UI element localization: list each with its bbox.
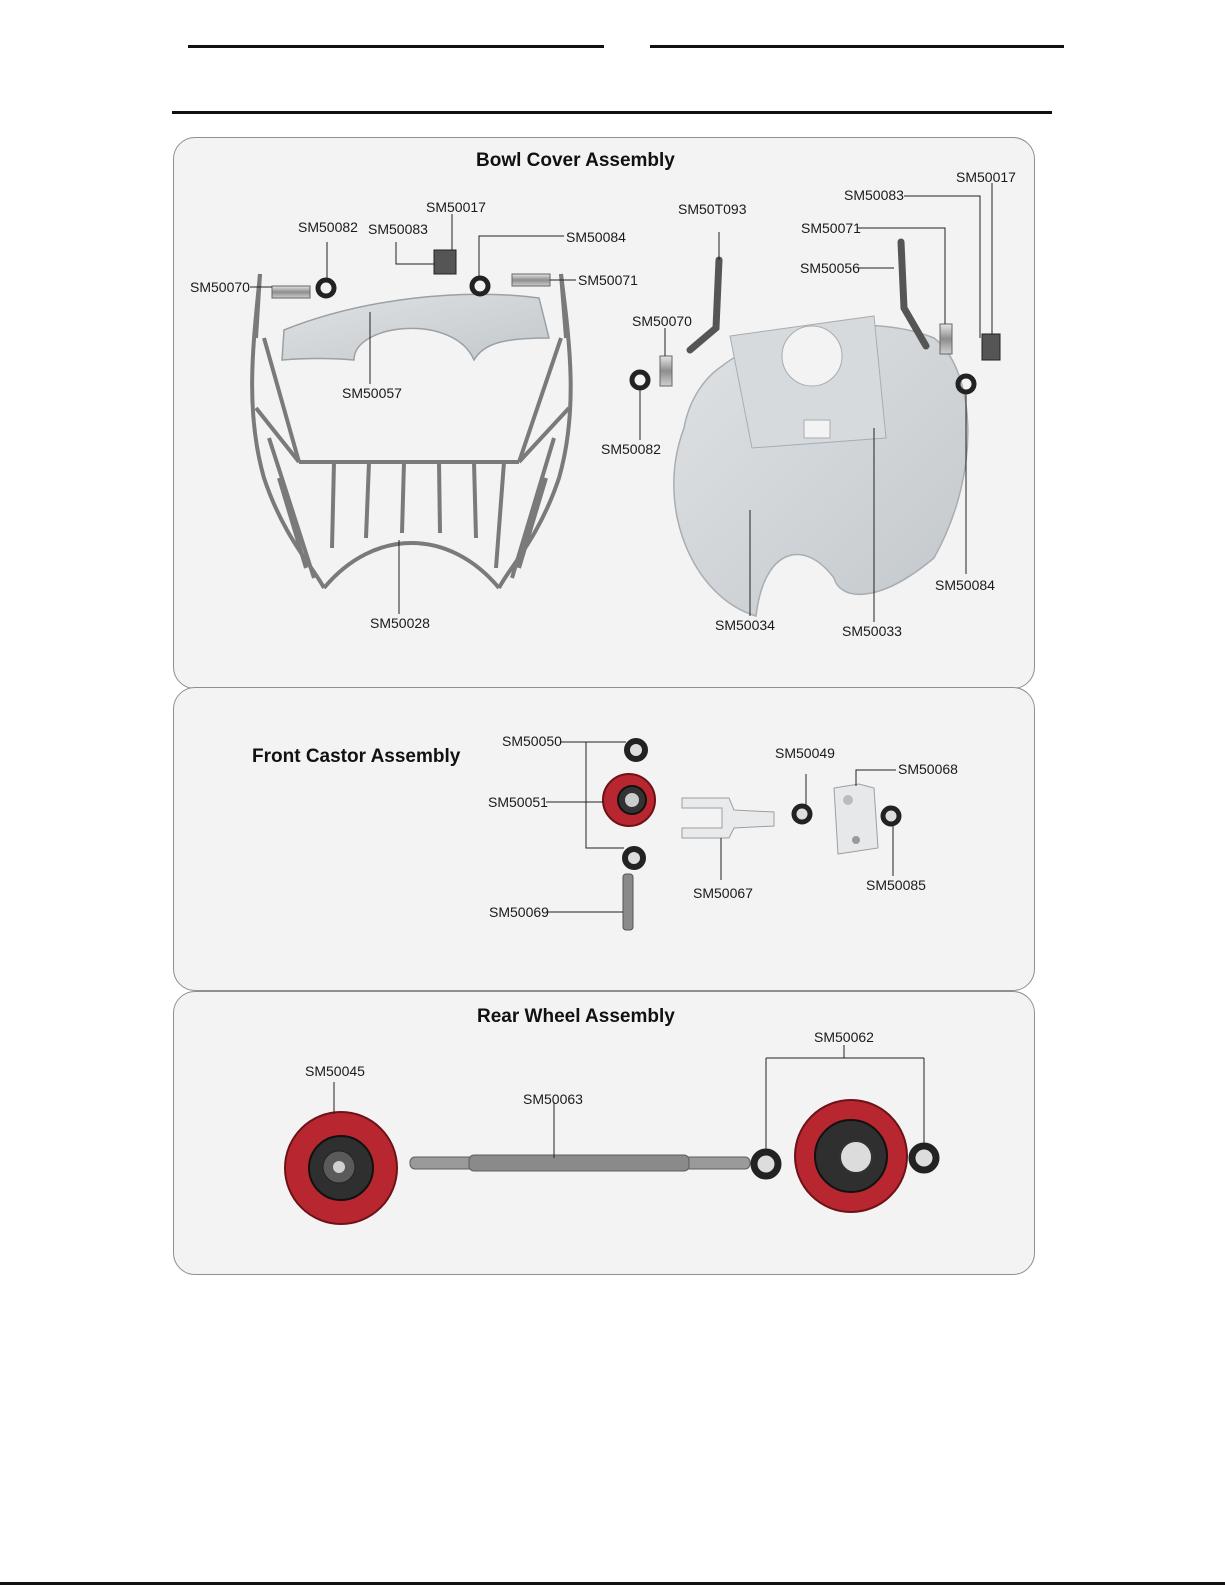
- label-sm50071-left: SM50071: [578, 272, 638, 288]
- washer-part-right: [958, 376, 974, 392]
- label-sm50069: SM50069: [489, 904, 549, 920]
- label-sm50028: SM50028: [370, 615, 430, 631]
- label-sm50017-right: SM50017: [956, 169, 1016, 185]
- bolt-part-right2: [940, 324, 952, 354]
- label-sm50057: SM50057: [342, 385, 402, 401]
- label-sm50049: SM50049: [775, 745, 835, 761]
- knob-part-left: [318, 280, 334, 296]
- front-castor-panel: Front Castor Assembly SM50050 SM50051 SM…: [173, 687, 1035, 991]
- label-sm50067: SM50067: [693, 885, 753, 901]
- bolt-part-right: [512, 274, 550, 286]
- label-sm50070-right: SM50070: [632, 313, 692, 329]
- bearing-part-mid: [794, 806, 810, 822]
- label-sm50045: SM50045: [305, 1063, 365, 1079]
- label-sm50050: SM50050: [502, 733, 562, 749]
- label-sm50084-right: SM50084: [935, 577, 995, 593]
- label-sm50085: SM50085: [866, 877, 926, 893]
- label-sm50062: SM50062: [814, 1029, 874, 1045]
- label-sm50082-right: SM50082: [601, 441, 661, 457]
- header-rule-full: [172, 111, 1052, 114]
- label-sm50068: SM50068: [898, 761, 958, 777]
- label-sm50033: SM50033: [842, 623, 902, 639]
- rear-wheel-diagram: SM50045 SM50063 SM50062: [174, 992, 1035, 1275]
- bolt-part-left2: [660, 356, 672, 386]
- switch-part-right: [982, 334, 1000, 360]
- bearing-part-right: [883, 808, 899, 824]
- bolt-part-left: [272, 286, 310, 298]
- label-sm50083-left: SM50083: [368, 221, 428, 237]
- curved-plate-part: [282, 294, 549, 360]
- label-sm50017-left: SM50017: [426, 199, 486, 215]
- switch-part-left: [434, 250, 456, 274]
- label-sm50070-left: SM50070: [190, 279, 250, 295]
- arm-part-left: [690, 260, 719, 350]
- front-castor-diagram: SM50050 SM50051 SM50069 SM50049 SM50068 …: [174, 688, 1035, 991]
- bearing-part-rear-right: [912, 1146, 936, 1170]
- rear-wheel-panel: Rear Wheel Assembly SM50045 SM50063 SM50…: [173, 991, 1035, 1275]
- header-rule-right: [650, 45, 1064, 48]
- axle-pin-part: [623, 874, 633, 930]
- bowl-cover-panel: Bowl Cover Assembly: [173, 137, 1035, 689]
- label-sm50051: SM50051: [488, 794, 548, 810]
- bowl-cover-diagram: SM50082 SM50083 SM50017 SM50084 SM50070 …: [174, 138, 1035, 689]
- washer-part-left: [472, 278, 488, 294]
- label-sm50083-right: SM50083: [844, 187, 904, 203]
- label-sm50t093: SM50T093: [678, 201, 747, 217]
- label-sm50084-left: SM50084: [566, 229, 626, 245]
- bearing-part-top: [627, 741, 645, 759]
- label-sm50071-right: SM50071: [801, 220, 861, 236]
- bearing-part-rear-left: [754, 1152, 778, 1176]
- knob-part-right: [632, 372, 648, 388]
- bearing-part-bottom: [625, 849, 643, 867]
- label-sm50034: SM50034: [715, 617, 775, 633]
- fork-part: [682, 798, 774, 838]
- label-sm50082-left: SM50082: [298, 219, 358, 235]
- header-rule-left: [188, 45, 604, 48]
- label-sm50063: SM50063: [523, 1091, 583, 1107]
- label-sm50056: SM50056: [800, 260, 860, 276]
